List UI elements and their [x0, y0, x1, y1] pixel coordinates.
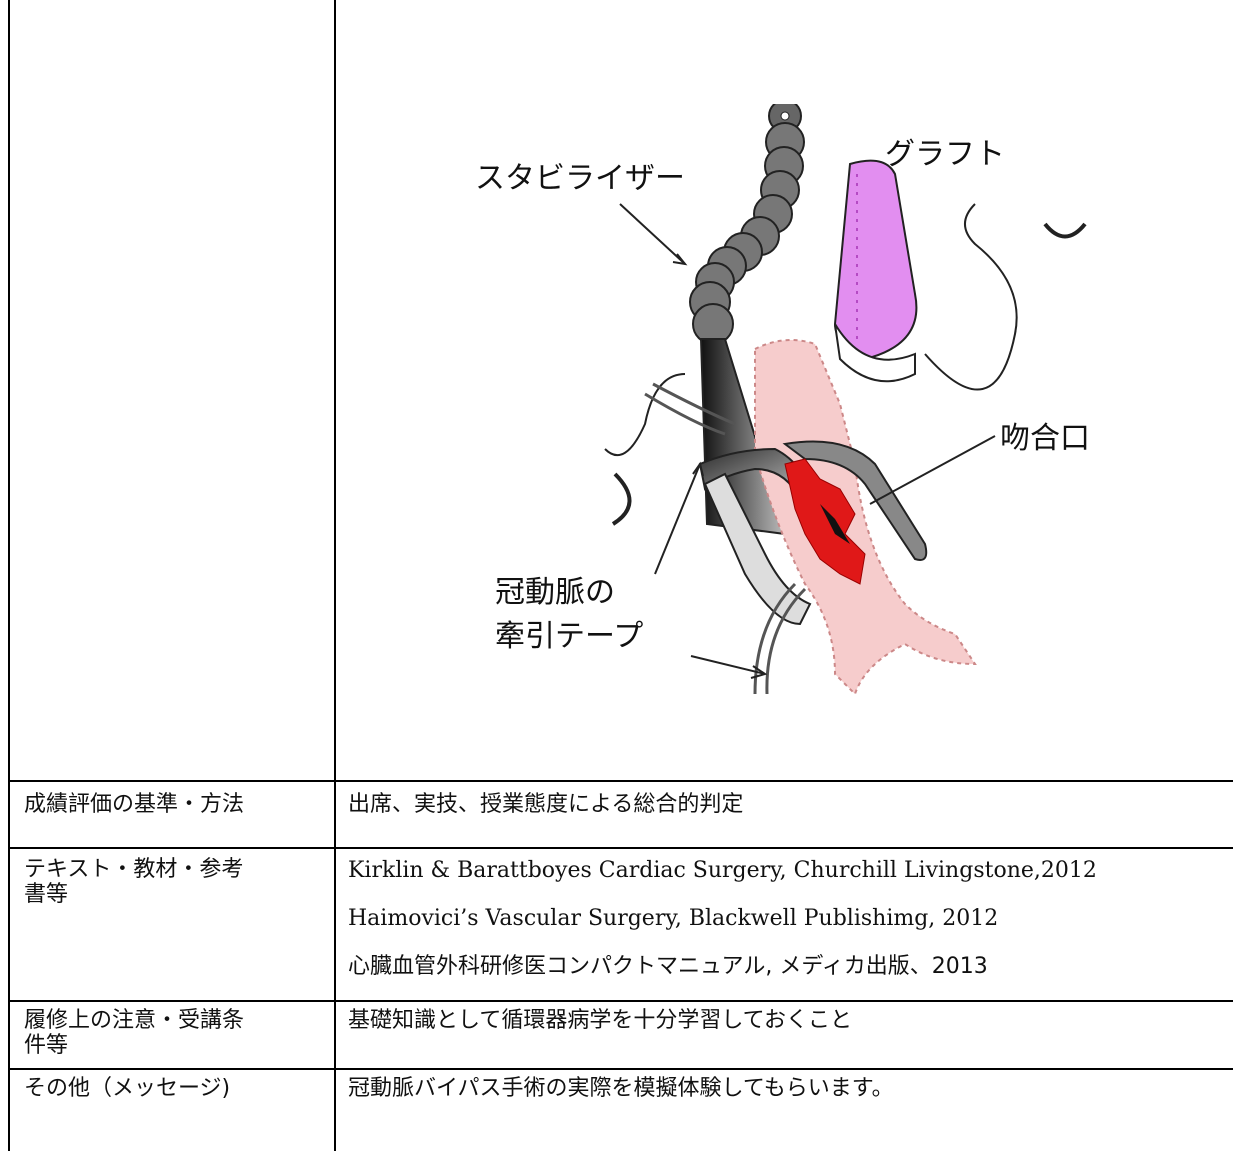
tape-arrow-1	[654, 463, 701, 575]
row-divider-3	[8, 1000, 1233, 1002]
row-label-notes-line2: 件等	[24, 1033, 69, 1058]
label-graft: グラフト	[885, 137, 1005, 172]
row-label-notes-line1: 履修上の注意・受講条	[24, 1008, 245, 1033]
anastomosis-leader	[869, 435, 996, 505]
row-divider-4	[8, 1068, 1233, 1070]
tape-arrowhead-1	[692, 461, 704, 477]
stabilizer-arrow	[619, 203, 686, 265]
stabilizer-foot	[698, 440, 928, 626]
label-stabilizer: スタビライザー	[475, 161, 685, 196]
traction-tapes	[644, 382, 807, 695]
label-tape-line1: 冠動脈の	[495, 575, 615, 610]
row-label-textbooks-line1: テキスト・教材・参考	[24, 857, 244, 882]
row-value-message: 冠動脈バイパス手術の実際を模擬体験してもらいます。	[348, 1076, 894, 1101]
row-value-evaluation: 出席、実技、授業態度による総合的判定	[348, 792, 744, 817]
tape-arrow-2	[690, 655, 766, 675]
graft-vessel	[833, 159, 918, 383]
column-divider	[334, 0, 336, 1151]
label-anastomosis: 吻合口	[1000, 421, 1090, 456]
textbook-1: Kirklin & Barattboyes Cardiac Surgery, C…	[348, 858, 1097, 883]
row-label-textbooks-line2: 書等	[24, 882, 69, 907]
row-divider-1	[8, 780, 1233, 782]
coronary-artery	[754, 339, 977, 696]
tape-arrowhead-2	[750, 665, 768, 679]
anastomosis-site	[784, 458, 866, 585]
textbook-3: 心臓血管外科研修医コンパクトマニュアル, メディカ出版、2013	[348, 954, 988, 979]
row-label-message: その他（メッセージ)	[24, 1076, 231, 1101]
left-border	[8, 0, 10, 1151]
cabg-illustration: スタビライザー グラフト 吻合口 冠動脈の 牽引テープ	[455, 99, 1105, 714]
stabilizer-arrowhead	[672, 253, 688, 266]
leader-lines	[619, 203, 996, 679]
row-divider-2	[8, 847, 1233, 849]
textbook-2: Haimovici’s Vascular Surgery, Blackwell …	[348, 906, 999, 931]
cabg-illustration-svg	[604, 99, 1087, 696]
row-label-evaluation: 成績評価の基準・方法	[24, 792, 245, 817]
label-tape-line2: 牽引テープ	[495, 619, 644, 654]
row-value-notes: 基礎知識として循環器病学を十分学習しておくこと	[348, 1008, 853, 1033]
suture-lines	[604, 203, 1087, 526]
